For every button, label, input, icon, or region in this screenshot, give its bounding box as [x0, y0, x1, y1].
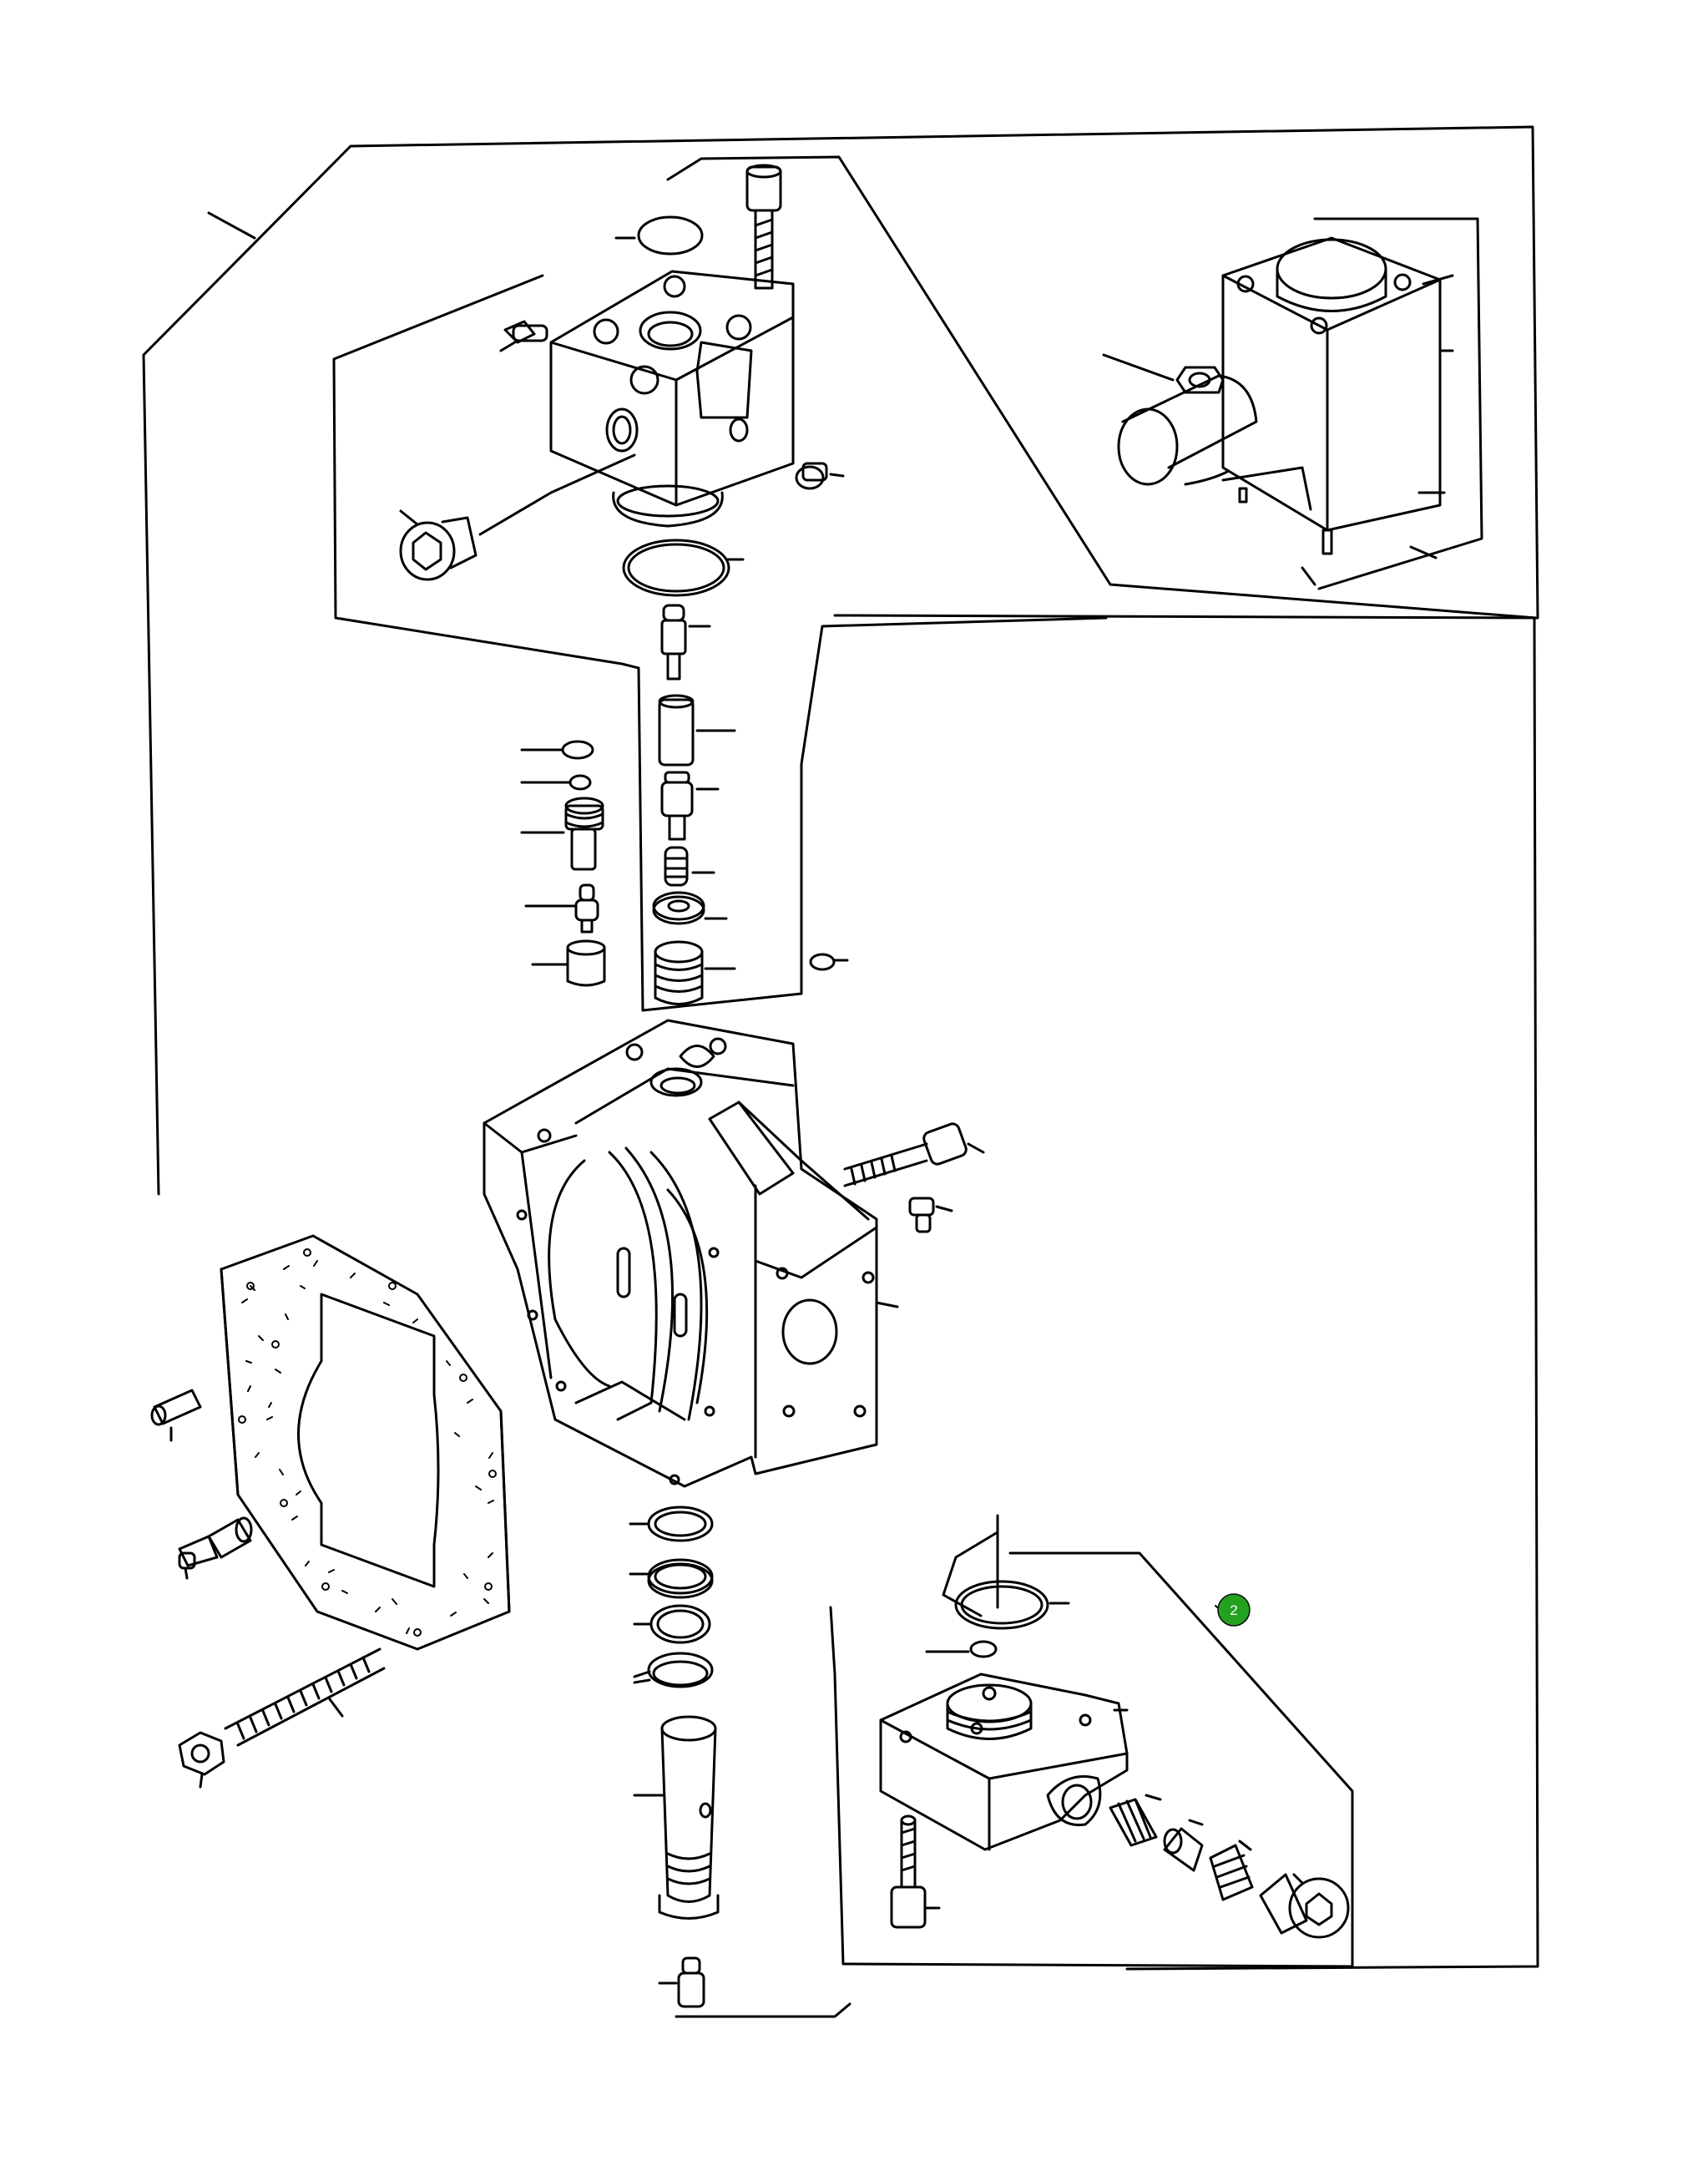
callout-badge-2[interactable]: 2: [1217, 1593, 1251, 1627]
upper-valve-block: [549, 270, 795, 528]
small-fittings-upper: [499, 320, 845, 490]
gasket-plate: [220, 1234, 511, 1651]
upper-o-ring: [614, 215, 704, 256]
dowel-pin: [150, 1389, 202, 1442]
upper-plug: [399, 453, 636, 581]
lower-ring-stack: [629, 1506, 714, 1688]
lower-valve-plug: [1259, 1873, 1350, 1939]
lower-small-o-ring: [925, 1640, 998, 1658]
plunger-pin: [178, 1516, 253, 1580]
lower-o-ring: [954, 1514, 1070, 1630]
lower-valve-seat: [1209, 1840, 1254, 1901]
solenoid-coil: [1102, 236, 1454, 586]
long-stud-bolt: [178, 1647, 386, 1789]
lower-valve-block: [879, 1673, 1129, 1851]
left-small-parts: [520, 740, 606, 987]
bottom-pin: [658, 1956, 705, 2008]
lower-valve-spring: [1109, 1794, 1162, 1847]
lower-valve-poppet: [1163, 1819, 1204, 1872]
lower-sleeve: [633, 1715, 720, 1920]
pump-body-bolt: [843, 1122, 985, 1233]
gasket-texture: [238, 1248, 497, 1637]
lower-cap-screw: [890, 1814, 941, 1929]
small-o-ring-right: [809, 953, 849, 971]
callout-label-2: 2: [1230, 1602, 1237, 1618]
outer-assembly-outline: [142, 125, 1539, 1971]
upper-valve-outline: [332, 155, 1538, 1012]
top-cap-screw: [745, 164, 782, 290]
center-spool-stack: [652, 604, 736, 1005]
main-pump-body: [483, 1019, 899, 1488]
large-o-ring: [622, 539, 745, 597]
